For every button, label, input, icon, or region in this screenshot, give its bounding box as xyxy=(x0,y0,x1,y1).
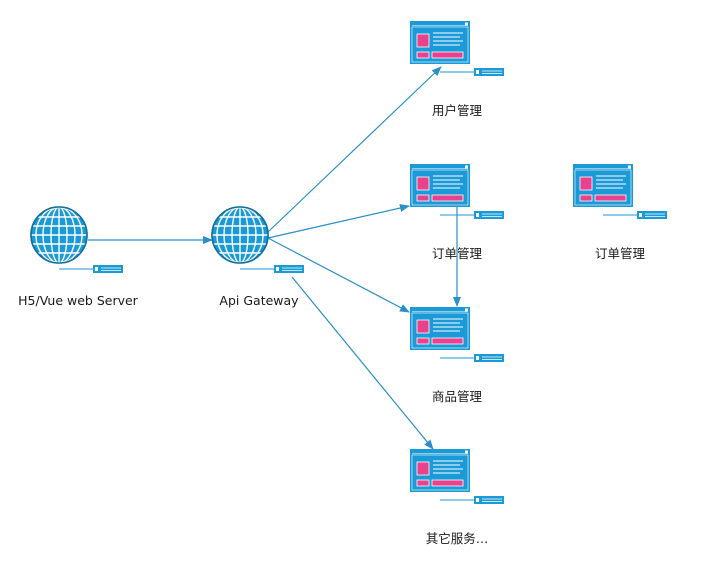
edge-api-gateway-to-order-mgmt xyxy=(267,204,410,239)
order-mgmt-label: 订单管理 xyxy=(432,246,483,261)
api-gateway-label: Api Gateway xyxy=(219,293,299,308)
device-bar-icon xyxy=(440,496,504,504)
order-mgmt-2-label: 订单管理 xyxy=(595,246,646,261)
other-services-label: 其它服务… xyxy=(426,531,489,546)
web-server-label: H5/Vue web Server xyxy=(18,293,139,308)
device-bar-icon xyxy=(240,265,304,273)
labels-layer: H5/Vue web Server Api Gateway 用户管理 订单管理 … xyxy=(18,103,645,546)
order-mgmt-2-node xyxy=(573,164,667,219)
web-server-node xyxy=(30,206,123,273)
device-bar-icon xyxy=(603,211,667,219)
product-mgmt-label: 商品管理 xyxy=(432,389,483,404)
order-mgmt-node xyxy=(410,164,504,219)
edges-layer xyxy=(88,66,461,450)
nodes-layer xyxy=(30,21,667,504)
device-bar-icon xyxy=(440,211,504,219)
other-services-node xyxy=(410,449,504,504)
user-mgmt-label: 用户管理 xyxy=(432,103,483,118)
edge-api-gateway-to-user-mgmt xyxy=(267,66,442,233)
api-gateway-node xyxy=(211,206,304,273)
edge-api-gateway-to-other-services xyxy=(291,276,434,450)
edge-api-gateway-to-product-mgmt xyxy=(267,237,410,313)
user-mgmt-node xyxy=(410,21,504,76)
device-bar-icon xyxy=(440,354,504,362)
device-bar-icon xyxy=(440,68,504,76)
product-mgmt-node xyxy=(410,307,504,362)
device-bar-icon xyxy=(59,265,123,273)
